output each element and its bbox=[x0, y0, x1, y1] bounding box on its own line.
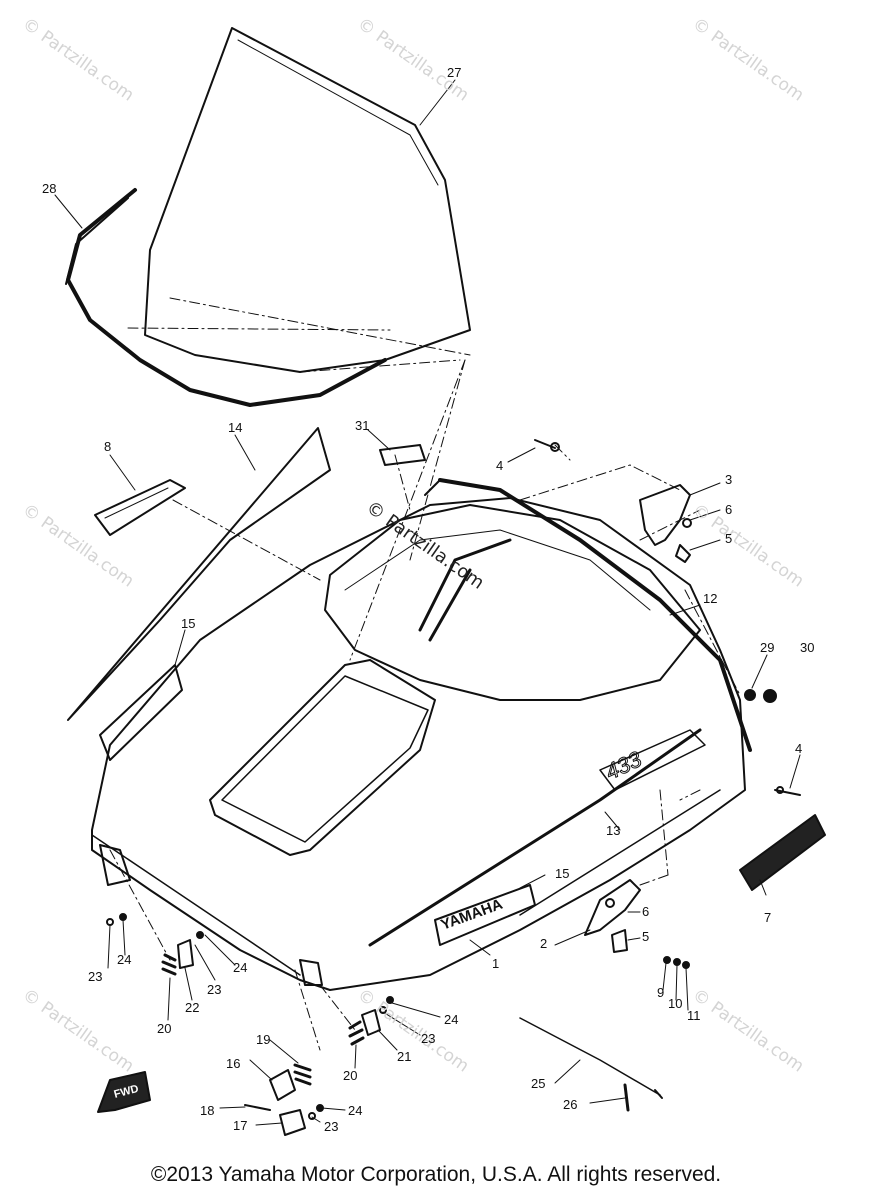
plate-22 bbox=[177, 939, 194, 969]
plate-21 bbox=[361, 1009, 381, 1036]
callout-13: 13 bbox=[606, 823, 621, 838]
callout-21: 21 bbox=[397, 1049, 412, 1064]
callout-14: 14 bbox=[228, 420, 243, 435]
hood-dash-area bbox=[324, 504, 701, 701]
callout-23: 23 bbox=[88, 969, 103, 984]
callout-17: 17 bbox=[233, 1118, 248, 1133]
windshield-inner-edge bbox=[237, 39, 439, 186]
model-badge-outline bbox=[599, 729, 706, 791]
callout-25: 25 bbox=[531, 1076, 546, 1091]
windshield-trim bbox=[66, 188, 387, 407]
callout-19: 19 bbox=[256, 1032, 271, 1047]
callout-15: 15 bbox=[555, 866, 570, 881]
fwd-decal bbox=[97, 1071, 151, 1113]
callout-28: 28 bbox=[42, 181, 57, 196]
callout-16: 16 bbox=[226, 1056, 241, 1071]
nut-30 bbox=[763, 689, 777, 703]
leader-lines bbox=[54, 79, 801, 1126]
washer-29 bbox=[744, 689, 756, 701]
callout-6: 6 bbox=[725, 502, 733, 517]
latch-17 bbox=[279, 1109, 306, 1136]
bracket-3 bbox=[639, 484, 691, 546]
dash-rib bbox=[418, 538, 512, 632]
trim-strip-12 bbox=[438, 478, 752, 752]
callout-29: 29 bbox=[760, 640, 775, 655]
callout-31: 31 bbox=[355, 418, 370, 433]
hinge-left bbox=[99, 844, 131, 886]
callout-7: 7 bbox=[764, 910, 772, 925]
stripe-14 bbox=[67, 427, 331, 721]
callout-23: 23 bbox=[324, 1119, 339, 1134]
hood-window-frame bbox=[209, 659, 436, 856]
callout-20: 20 bbox=[157, 1021, 172, 1036]
windshield-trim-inner bbox=[65, 197, 129, 285]
callout-22: 22 bbox=[185, 1000, 200, 1015]
callout-26: 26 bbox=[563, 1097, 578, 1112]
callout-9: 9 bbox=[657, 985, 665, 1000]
grip-pad-7 bbox=[739, 814, 826, 891]
hood-body bbox=[91, 497, 746, 991]
callout-1: 1 bbox=[492, 956, 500, 971]
cable-25 bbox=[519, 1017, 661, 1096]
callout-8: 8 bbox=[104, 439, 112, 454]
callout-3: 3 bbox=[725, 472, 733, 487]
callout-20: 20 bbox=[343, 1068, 358, 1083]
callout-5: 5 bbox=[725, 531, 733, 546]
callout-6: 6 bbox=[642, 904, 650, 919]
yamaha-decal-text: YAMAHA bbox=[439, 896, 506, 934]
knob-5b bbox=[611, 929, 628, 953]
callout-30: 30 bbox=[800, 640, 815, 655]
callout-11: 11 bbox=[687, 1008, 701, 1023]
spring-20b bbox=[348, 1020, 365, 1046]
yamaha-decal-outline bbox=[434, 884, 536, 946]
hinge-right bbox=[299, 959, 323, 986]
callout-24: 24 bbox=[117, 952, 132, 967]
spring-20a bbox=[161, 953, 177, 976]
callout-18: 18 bbox=[200, 1103, 215, 1118]
latch-16 bbox=[269, 1069, 296, 1101]
callout-24: 24 bbox=[348, 1103, 363, 1118]
callout-23: 23 bbox=[421, 1031, 436, 1046]
exploded-parts-diagram: YAMAHA 433 FWD © Partzilla.com bbox=[54, 27, 826, 1136]
callout-5: 5 bbox=[642, 929, 650, 944]
decal-31 bbox=[379, 444, 426, 466]
knob-5a bbox=[675, 544, 691, 563]
pin-18 bbox=[244, 1104, 271, 1111]
windshield bbox=[144, 27, 471, 373]
copyright-notice: ©2013 Yamaha Motor Corporation, U.S.A. A… bbox=[150, 1163, 722, 1186]
callout-23: 23 bbox=[207, 982, 222, 997]
callout-4: 4 bbox=[795, 741, 803, 756]
callout-10: 10 bbox=[668, 996, 683, 1011]
callout-24: 24 bbox=[444, 1012, 459, 1027]
bolt-4b bbox=[774, 789, 801, 796]
callout-12: 12 bbox=[703, 591, 718, 606]
plate-8 bbox=[94, 479, 186, 536]
callout-27: 27 bbox=[447, 65, 462, 80]
callout-15: 15 bbox=[181, 616, 196, 631]
callout-24: 24 bbox=[233, 960, 248, 975]
stripe-15-left bbox=[99, 664, 183, 761]
spring-19 bbox=[293, 1063, 312, 1086]
callout-2: 2 bbox=[540, 936, 548, 951]
bracket-2 bbox=[584, 879, 641, 936]
clip-26 bbox=[623, 1083, 630, 1112]
callout-4: 4 bbox=[496, 458, 504, 473]
hood-window-inner bbox=[221, 675, 429, 843]
